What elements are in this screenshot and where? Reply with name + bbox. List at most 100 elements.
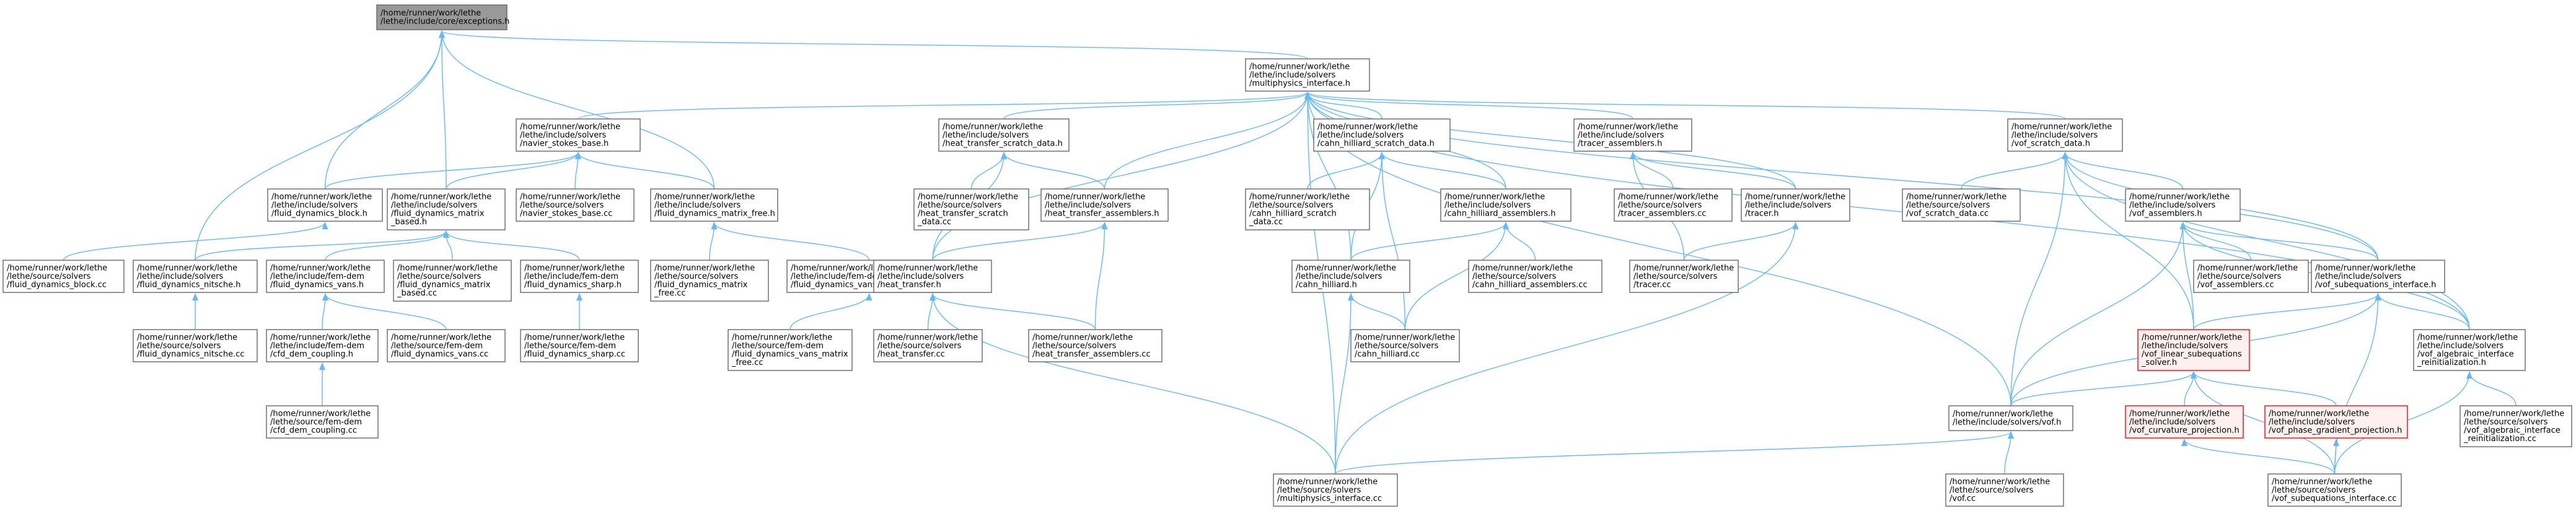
- dependency-edge: [2062, 152, 2184, 190]
- node-label-line: /home/runner/work/lethe: [397, 264, 498, 273]
- file-node-cfd-dem-coupling-h[interactable]: /home/runner/work/lethe/lethe/include/fe…: [266, 329, 379, 362]
- edge-cahn-hilliard-scratch-data-cc-to-cahn-hilliard-scratch-data-h: [1307, 152, 1385, 190]
- file-node-navier-stokes-base-h[interactable]: /home/runner/work/lethe/lethe/include/so…: [516, 118, 641, 152]
- node-label-line: /cahn_hilliard_scratch: [1249, 209, 1337, 219]
- file-node-vof-cc[interactable]: /home/runner/work/lethe/lethe/source/sol…: [1945, 473, 2064, 507]
- file-node-fluid-dynamics-matrix-free-h[interactable]: /home/runner/work/lethe/lethe/include/so…: [650, 188, 778, 222]
- edge-fluid-dynamics-nitsche-h-to-exceptions-h: [195, 30, 445, 261]
- node-label-line: /lethe/include/solvers: [2142, 341, 2228, 351]
- node-box: [1948, 405, 2073, 431]
- node-label-line: /lethe/include/solvers: [1578, 131, 1664, 140]
- file-node-multiphysics-interface-h[interactable]: /home/runner/work/lethe/lethe/include/so…: [1245, 58, 1370, 92]
- file-node-heat-transfer-assemblers-h[interactable]: /home/runner/work/lethe/lethe/include/so…: [1040, 188, 1169, 222]
- node-label-line: /cahn_hilliard_assemblers.h: [1444, 209, 1556, 218]
- node-label-line: /lethe/include/fem-dem: [791, 272, 885, 281]
- node-label-line: /navier_stokes_base.cc: [520, 209, 612, 218]
- file-node-fluid-dynamics-vans-matrix-free-cc[interactable]: /home/runner/work/lethe/lethe/source/fem…: [728, 329, 853, 371]
- file-node-fluid-dynamics-sharp-cc[interactable]: /home/runner/work/lethe/lethe/source/fem…: [520, 329, 639, 362]
- file-node-heat-transfer-cc[interactable]: /home/runner/work/lethe/lethe/source/sol…: [873, 329, 983, 362]
- node-label-line: /vof_scratch_data.cc: [1906, 209, 1989, 218]
- node-box: [1028, 329, 1163, 362]
- dependency-edge: [439, 30, 715, 190]
- file-node-heat-transfer-scratch-data-h[interactable]: /home/runner/work/lethe/lethe/include/so…: [938, 118, 1070, 152]
- node-box: [266, 405, 379, 439]
- file-node-vof-subequations-interface-cc[interactable]: /home/runner/work/lethe/lethe/source/sol…: [2267, 473, 2402, 507]
- file-node-vof-linear-subequations-solver-h[interactable]: /home/runner/work/lethe/lethe/include/so…: [2137, 329, 2250, 371]
- node-box: [520, 260, 639, 293]
- dependency-edge: [2010, 152, 2068, 406]
- file-node-vof-curvature-projection-h[interactable]: /home/runner/work/lethe/lethe/include/so…: [2125, 405, 2244, 439]
- file-node-cahn-hilliard-scratch-data-h[interactable]: /home/runner/work/lethe/lethe/include/so…: [1313, 118, 1451, 152]
- dependency-edge: [439, 30, 1308, 59]
- edge-cahn-hilliard-h-to-cahn-hilliard-assemblers-h: [1350, 222, 1509, 261]
- edge-navier-stokes-base-h-to-multiphysics-interface-h: [578, 92, 1311, 120]
- node-label-line: /lethe/include/solvers: [1444, 201, 1531, 210]
- node-label-line: /vof_subequations_interface.cc: [2272, 494, 2396, 503]
- node-label-line: /fluid_dynamics_vans.h: [270, 280, 364, 289]
- edge-fluid-dynamics-matrix-free-cc-to-fluid-dynamics-matrix-free-h: [709, 222, 718, 261]
- file-node-fluid-dynamics-vans-h[interactable]: /home/runner/work/lethe/lethe/include/fe…: [266, 260, 385, 293]
- file-node-multiphysics-interface-cc[interactable]: /home/runner/work/lethe/lethe/source/sol…: [1273, 473, 1398, 507]
- file-node-cahn-hilliard-assemblers-cc[interactable]: /home/runner/work/lethe/lethe/source/sol…: [1468, 260, 1602, 293]
- file-node-vof-scratch-data-cc[interactable]: /home/runner/work/lethe/lethe/source/sol…: [1902, 188, 2021, 222]
- file-node-heat-transfer-assemblers-cc[interactable]: /home/runner/work/lethe/lethe/source/sol…: [1028, 329, 1163, 362]
- file-node-tracer-assemblers-h[interactable]: /home/runner/work/lethe/lethe/include/so…: [1573, 118, 1692, 152]
- file-node-fluid-dynamics-nitsche-cc[interactable]: /home/runner/work/lethe/lethe/source/sol…: [133, 329, 258, 362]
- node-label-line: /home/runner/work/lethe: [2464, 410, 2564, 419]
- node-label-line: /home/runner/work/lethe: [1277, 477, 1378, 486]
- edge-fluid-dynamics-matrix-free-h-to-navier-stokes-base-h: [575, 152, 715, 190]
- file-node-fluid-dynamics-matrix-based-cc[interactable]: /home/runner/work/lethe/lethe/source/sol…: [393, 260, 512, 302]
- node-label-line: /home/runner/work/lethe: [524, 333, 625, 342]
- file-node-cahn-hilliard-h[interactable]: /home/runner/work/lethe/lethe/include/so…: [1291, 260, 1410, 293]
- node-label-line: /home/runner/work/lethe: [2011, 122, 2112, 131]
- file-node-tracer-h[interactable]: /home/runner/work/lethe/lethe/include/so…: [1741, 188, 1850, 222]
- file-node-fluid-dynamics-matrix-based-h[interactable]: /home/runner/work/lethe/lethe/include/so…: [387, 188, 506, 230]
- dependency-edge: [1104, 92, 1311, 190]
- node-label-line: /home/runner/work/lethe: [270, 263, 371, 273]
- file-node-cfd-dem-coupling-cc[interactable]: /home/runner/work/lethe/lethe/source/fem…: [266, 405, 379, 439]
- dependency-edge: [930, 293, 1096, 330]
- file-node-fluid-dynamics-nitsche-h[interactable]: /home/runner/work/lethe/lethe/include/so…: [133, 260, 258, 293]
- file-node-vof-subequations-interface-h[interactable]: /home/runner/work/lethe/lethe/include/so…: [2311, 260, 2445, 293]
- node-label-line: /home/runner/work/lethe: [943, 122, 1043, 131]
- file-node-navier-stokes-base-cc[interactable]: /home/runner/work/lethe/lethe/source/sol…: [516, 188, 635, 222]
- file-node-fluid-dynamics-matrix-free-cc[interactable]: /home/runner/work/lethe/lethe/source/sol…: [650, 260, 769, 302]
- file-node-fluid-dynamics-sharp-h[interactable]: /home/runner/work/lethe/lethe/include/fe…: [520, 260, 639, 293]
- file-node-tracer-cc[interactable]: /home/runner/work/lethe/lethe/source/sol…: [1629, 260, 1739, 293]
- dependency-edge: [1094, 222, 1108, 330]
- node-label-line: /lethe/source/solvers: [1618, 201, 1702, 210]
- dependency-edge: [1335, 431, 2014, 475]
- file-node-vof-assemblers-h[interactable]: /home/runner/work/lethe/lethe/include/so…: [2125, 188, 2241, 222]
- file-node-heat-transfer-scratch-data-cc[interactable]: /home/runner/work/lethe/lethe/source/sol…: [913, 188, 1029, 230]
- file-node-vof-algebraic-interface-reinitialization-h[interactable]: /home/runner/work/lethe/lethe/include/so…: [2413, 329, 2526, 371]
- file-node-tracer-assemblers-cc[interactable]: /home/runner/work/lethe/lethe/source/sol…: [1614, 188, 1733, 222]
- node-label-line: /lethe/include/solvers: [2269, 418, 2355, 427]
- file-node-cahn-hilliard-scratch-data-cc[interactable]: /home/runner/work/lethe/lethe/source/sol…: [1245, 188, 1370, 230]
- file-node-vof-algebraic-interface-reinitialization-cc[interactable]: /home/runner/work/lethe/lethe/source/sol…: [2460, 405, 2572, 447]
- edge-heat-transfer-assemblers-h-to-heat-transfer-scratch-data-h: [1001, 152, 1106, 190]
- dependency-edge: [322, 293, 328, 330]
- node-label-line: _solver.h: [2141, 358, 2177, 367]
- edge-cahn-hilliard-cc-to-cahn-hilliard-assemblers-h: [1404, 222, 1509, 330]
- node-box: [1245, 188, 1370, 230]
- file-node-cahn-hilliard-assemblers-h[interactable]: /home/runner/work/lethe/lethe/include/so…: [1440, 188, 1572, 222]
- dependency-edge: [1304, 92, 1633, 120]
- file-node-fluid-dynamics-block-h[interactable]: /home/runner/work/lethe/lethe/include/so…: [267, 188, 383, 222]
- file-node-vof-assemblers-cc[interactable]: /home/runner/work/lethe/lethe/source/sol…: [2193, 260, 2309, 293]
- file-node-fluid-dynamics-block-cc[interactable]: /home/runner/work/lethe/lethe/source/sol…: [2, 260, 125, 293]
- file-node-vof-h[interactable]: /home/runner/work/lethe/lethe/include/so…: [1948, 405, 2073, 431]
- node-box: [516, 188, 635, 222]
- file-node-exceptions-h[interactable]: /home/runner/work/lethe/lethe/include/co…: [376, 4, 509, 30]
- node-box: [516, 118, 641, 152]
- file-node-vof-scratch-data-h[interactable]: /home/runner/work/lethe/lethe/include/so…: [2007, 118, 2123, 152]
- file-node-heat-transfer-h[interactable]: /home/runner/work/lethe/lethe/include/so…: [873, 260, 992, 293]
- file-node-vof-phase-gradient-projection-h[interactable]: /home/runner/work/lethe/lethe/include/so…: [2264, 405, 2408, 439]
- dependency-edge: [1304, 92, 1383, 120]
- dependency-edge: [1961, 152, 2068, 190]
- file-node-cahn-hilliard-cc[interactable]: /home/runner/work/lethe/lethe/source/sol…: [1350, 329, 1460, 362]
- edge-vof-h-to-vof-assemblers-h: [2010, 222, 2186, 406]
- file-node-fluid-dynamics-vans-cc[interactable]: /home/runner/work/lethe/lethe/source/fem…: [387, 329, 506, 362]
- dependency-edge: [195, 230, 449, 261]
- node-label-line: /home/runner/work/lethe: [877, 263, 978, 273]
- dependency-edge: [439, 30, 447, 190]
